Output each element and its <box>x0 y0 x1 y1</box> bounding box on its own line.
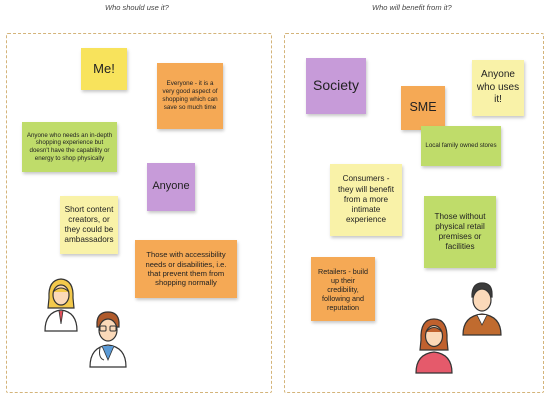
note-anyone[interactable]: Anyone <box>147 163 195 211</box>
note-me[interactable]: Me! <box>81 48 127 90</box>
note-everyone[interactable]: Everyone - it is a very good aspect of s… <box>157 63 223 129</box>
man-avatar-icon <box>462 282 502 336</box>
note-indepth[interactable]: Anyone who needs an in-depth shopping ex… <box>22 122 117 172</box>
note-consumers[interactable]: Consumers - they will benefit from a mor… <box>330 164 402 236</box>
note-sme[interactable]: SME <box>401 86 445 130</box>
doctor-avatar-icon <box>89 311 127 368</box>
left-header: Who should use it? <box>105 3 169 12</box>
note-society[interactable]: Society <box>306 58 366 114</box>
note-without-premises[interactable]: Those without physical retail premises o… <box>424 196 496 268</box>
note-retailers[interactable]: Retailers - build up their credibility, … <box>311 257 375 321</box>
woman-avatar-icon <box>44 278 78 332</box>
note-creators[interactable]: Short content creators, or they could be… <box>60 196 118 254</box>
note-local[interactable]: Local family owned stores <box>421 126 501 166</box>
left-panel <box>6 33 272 393</box>
note-anyone-uses[interactable]: Anyone who uses it! <box>472 60 524 116</box>
note-accessibility[interactable]: Those with accessibility needs or disabi… <box>135 240 237 298</box>
right-header: Who will benefit from it? <box>372 3 452 12</box>
right-panel <box>284 33 544 393</box>
woman-avatar-icon <box>415 318 453 374</box>
